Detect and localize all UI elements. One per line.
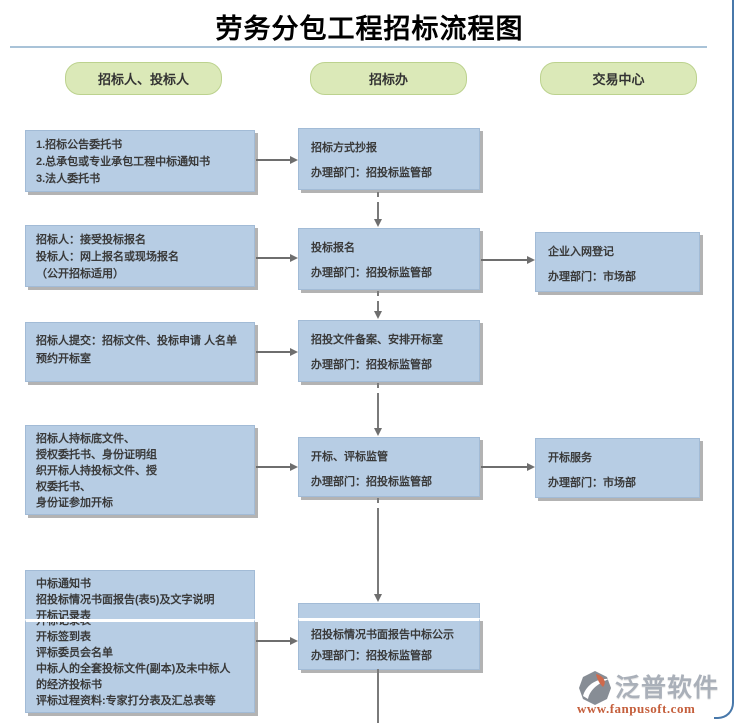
column-header-label: 交易中心: [592, 72, 645, 87]
flow-box-registration-methods: 招标人：接受投标报名 投标人：网上报名或现场报名 （公开招标适用）: [25, 225, 255, 287]
box-line: 开标签到表: [36, 631, 91, 643]
column-header-bidders: 招标人、投标人: [65, 62, 225, 112]
arrow-m4-to-r4: [481, 463, 535, 471]
flow-box-opening-evaluation-supervision: 开标、评标监管 办理部门：招投标监管部: [298, 437, 480, 497]
page-title: 劳务分包工程招标流程图: [215, 14, 524, 44]
box-line: （公开招标适用）: [36, 268, 124, 280]
box-line: 的经济投标书: [36, 679, 102, 691]
box-line: 办理部门：招投标监管部: [311, 359, 432, 371]
box-line: 开标记录表: [36, 619, 91, 627]
arrow-m2-to-r2: [481, 256, 535, 264]
box-line: 企业入网登记: [548, 246, 614, 258]
flow-box-tender-method-report: 招标方式抄报 办理部门：招投标监管部: [298, 128, 480, 190]
box-line: 3.法人委托书: [36, 173, 101, 185]
box-line: 招投标情况书面报告(表5)及文字说明: [36, 594, 215, 606]
connector-m1-to-m2: [374, 192, 382, 227]
column-header-label: 招标人、投标人: [97, 72, 189, 87]
box-line: 招投标情况书面报告中标公示: [311, 629, 454, 641]
arrow-l5-to-m5: [256, 637, 298, 645]
flow-box-tender-documents: 1.招标公告委托书 2.总承包或专业承包工程中标通知书 3.法人委托书: [25, 130, 255, 192]
fanpu-logo-icon: [577, 670, 613, 706]
box-line: 中标通知书: [36, 578, 91, 590]
box-line: 办理部门：市场部: [548, 271, 636, 283]
fanpu-logo[interactable]: 泛普软件 www.fanpusoft.com: [577, 670, 729, 717]
column-header-bid-office: 招标办: [310, 62, 470, 112]
box-line: 办理部门：招投标监管部: [311, 267, 432, 279]
connector-m4-to-m5: [374, 498, 382, 602]
flow-box-enterprise-network-registration: 企业入网登记 办理部门：市场部: [535, 232, 700, 292]
box-line: 招标人：接受投标报名: [36, 234, 146, 246]
box-line: 授权委托书、身份证明组: [36, 449, 157, 461]
box-line: 织开标人持投标文件、授: [36, 465, 157, 477]
connector-m2-to-m3: [374, 291, 382, 319]
box-line: 身份证参加开标: [36, 497, 113, 509]
flow-box-award-materials-lower: 开标记录表 开标签到表 评标委员会名单 中标人的全套投标文件(副本)及未中标人 …: [25, 619, 255, 713]
flow-box-award-publicity: 招投标情况书面报告中标公示 办理部门：招投标监管部: [298, 618, 480, 670]
box-line: 预约开标室: [36, 353, 91, 365]
box-line: 权委托书、: [36, 481, 91, 493]
arrow-l4-to-m4: [256, 463, 298, 471]
connector-m5-down: [377, 669, 379, 723]
flow-box-submit-files: 招标人提交：招标文件、投标申请 人名单 预约开标室: [25, 322, 255, 382]
flow-box-award-notice-upper: 中标通知书 招投标情况书面报告(表5)及文字说明 开标记录表: [25, 570, 255, 622]
flow-box-attend-bid-opening: 招标人持标底文件、 授权委托书、身份证明组 织开标人持投标文件、授 权委托书、 …: [25, 425, 255, 515]
box-line: 开标记录表: [36, 610, 91, 622]
flow-box-bid-opening-service: 开标服务 办理部门：市场部: [535, 438, 700, 498]
box-line: 办理部门：招投标监管部: [311, 476, 432, 488]
box-line: 办理部门：招投标监管部: [311, 650, 432, 662]
box-line: 评标委员会名单: [36, 647, 113, 659]
arrow-l2-to-m2: [256, 254, 298, 262]
box-line: 评标过程资料:专家打分表及汇总表等: [36, 695, 216, 707]
title-divider: [10, 46, 707, 48]
arrow-l1-to-m1: [256, 156, 298, 164]
column-header-label: 招标办: [368, 72, 408, 87]
box-line: 2.总承包或专业承包工程中标通知书: [36, 156, 211, 168]
box-line: 招标方式抄报: [311, 142, 377, 154]
box-line: 办理部门：市场部: [548, 477, 636, 489]
connector-m3-to-m4: [374, 383, 382, 436]
fanpu-logo-url[interactable]: www.fanpusoft.com: [577, 701, 696, 716]
column-header-trade-center: 交易中心: [540, 62, 700, 112]
page-frame-border: [714, 0, 734, 719]
box-line: 投标人：网上报名或现场报名: [36, 251, 179, 263]
box-line: 招标人提交：招标文件、投标申请 人名单: [36, 335, 238, 347]
flow-box-bid-registration: 投标报名 办理部门：招投标监管部: [298, 228, 480, 290]
fanpu-logo-brand: 泛普软件: [615, 674, 720, 702]
box-line: 1.招标公告委托书: [36, 139, 123, 151]
box-line: 招投文件备案、安排开标室: [311, 334, 443, 346]
arrow-l3-to-m3: [256, 348, 298, 356]
box-line: 中标人的全套投标文件(副本)及未中标人: [36, 663, 231, 675]
box-line: 开标服务: [548, 452, 592, 464]
box-line: 招标人持标底文件、: [36, 433, 135, 445]
box-line: 开标、评标监管: [311, 451, 388, 463]
box-line: 办理部门：招投标监管部: [311, 167, 432, 179]
flow-box-file-record: 招投文件备案、安排开标室 办理部门：招投标监管部: [298, 320, 480, 382]
box-line: 投标报名: [311, 242, 355, 254]
